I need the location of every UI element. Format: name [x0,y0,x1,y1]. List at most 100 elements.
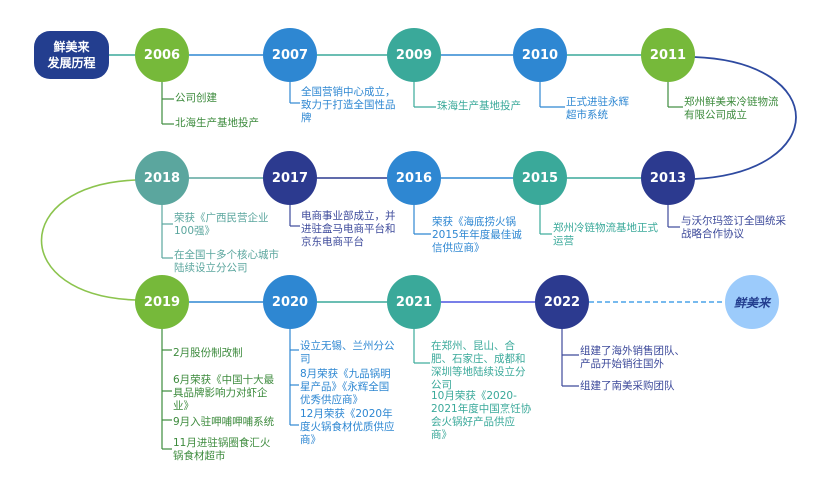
note-line: 深圳等地陆续设立分 [431,366,526,378]
year-node-2011: 2011 [641,28,695,82]
milestone-note: 设立无锡、兰州分公司 [300,340,395,366]
milestone-note: 与沃尔玛签订全国统采战略合作协议 [681,215,786,241]
year-node-2019: 2019 [135,275,189,329]
milestone-note: 6月荣获《中国十大最具品牌影响力对虾企业》 [173,374,274,413]
year-label: 2009 [395,47,433,63]
milestone-note: 郑州冷链物流基地正式运营 [553,222,658,248]
note-line: 商》 [300,434,321,446]
note-line: 正式进驻永辉 [566,96,629,108]
year-label: 2013 [649,170,687,186]
milestone-note: 组建了南美采购团队 [580,380,675,393]
milestone-note: 在郑州、昆山、合肥、石家庄、成都和深圳等地陆续设立分公司 [431,340,526,392]
note-line: 2021年度中国烹饪协 [431,403,532,415]
note-line: 11月进驻锅圈食汇火 [173,437,271,449]
year-node-2020: 2020 [263,275,317,329]
note-line: 在郑州、昆山、合 [431,340,515,352]
note-line: 锅食材超市 [173,450,226,462]
note-line: 超市系统 [566,109,608,121]
note-line: 北海生产基地投产 [175,117,259,129]
year-node-2007: 2007 [263,28,317,82]
milestone-note: 正式进驻永辉超市系统 [566,96,629,122]
note-line: 6月荣获《中国十大最 [173,374,275,386]
year-node-2010: 2010 [513,28,567,82]
milestone-note: 组建了海外销售团队、产品开始销往国外 [580,345,685,371]
year-label: 2018 [143,170,181,186]
note-line: 商》 [431,429,452,441]
year-label: 2016 [395,170,433,186]
milestone-note: 11月进驻锅圈食汇火锅食材超市 [173,437,270,463]
milestone-note: 12月荣获《2020年度火锅食材优质供应商》 [300,408,395,447]
note-line: 12月荣获《2020年 [300,408,393,420]
note-line: 郑州冷链物流基地正式 [553,222,658,234]
milestone-note: 电商事业部成立，并进驻盒马电商平台和京东电商平台 [301,210,396,249]
year-label: 2020 [271,294,309,310]
note-line: 在全国十多个核心城市 [174,249,279,261]
year-node-2006: 2006 [135,28,189,82]
milestone-note: 2月股份制改制 [173,347,243,360]
note-line: 信供应商》 [432,242,485,254]
year-label: 2019 [143,294,181,310]
note-line: 公司 [431,379,452,391]
note-line: 致力于打造全国性品 [301,99,396,111]
year-node-2017: 2017 [263,151,317,205]
note-line: 郑州鲜美来冷链物流 [684,96,779,108]
note-line: 电商事业部成立，并 [301,210,396,222]
year-node-2013: 2013 [641,151,695,205]
milestone-note: 9月入驻呷哺呷哺系统 [173,416,274,429]
note-line: 10月荣获《2020- [431,390,517,402]
note-line: 牌 [301,112,312,124]
note-line: 运营 [553,235,574,247]
note-line: 2月股份制改制 [173,347,243,359]
year-node-2018: 2018 [135,151,189,205]
note-line: 肥、石家庄、成都和 [431,353,526,365]
note-line: 会火锅好产品供应 [431,416,515,428]
note-line: 司 [300,353,311,365]
note-line: 荣获《海底捞火锅 [432,216,516,228]
note-line: 星产品》《永辉全国 [300,381,390,393]
timeline-title: 鲜美来 发展历程 [34,31,109,79]
note-line: 珠海生产基地投产 [437,100,521,112]
milestone-note: 全国营销中心成立，致力于打造全国性品牌 [301,86,396,125]
year-label: 2007 [271,47,309,63]
milestone-note: 公司创建 [175,92,217,105]
note-line: 公司创建 [175,92,217,104]
curve-connector-right [693,56,797,180]
note-line: 具品牌影响力对虾企 [173,387,268,399]
year-node-2022: 2022 [535,275,589,329]
curve-connector-left [40,179,137,301]
note-line: 有限公司成立 [684,109,747,121]
year-label: 2017 [271,170,309,186]
year-label: 2006 [143,47,181,63]
note-line: 2015年年度最佳诚 [432,229,522,241]
milestone-note: 在全国十多个核心城市陆续设立分公司 [174,249,279,275]
year-node-2016: 2016 [387,151,441,205]
year-label: 2021 [395,294,433,310]
year-label: 2022 [543,294,581,310]
note-line: 与沃尔玛签订全国统采 [681,215,786,227]
year-label: 2015 [521,170,559,186]
note-line: 陆续设立分公司 [174,262,248,274]
note-line: 京东电商平台 [301,236,364,248]
note-line: 组建了南美采购团队 [580,380,675,392]
year-node-2009: 2009 [387,28,441,82]
note-line: 度火锅食材优质供应 [300,421,395,433]
milestone-note: 北海生产基地投产 [175,117,259,130]
milestone-note: 郑州鲜美来冷链物流有限公司成立 [684,96,779,122]
brand-logo: 鲜美来 [725,275,779,329]
note-line: 设立无锡、兰州分公 [300,340,395,352]
title-line-1: 鲜美来 [53,40,90,54]
note-line: 产品开始销往国外 [580,358,664,370]
milestone-note: 珠海生产基地投产 [437,100,521,113]
note-line: 荣获《广西民营企业 [174,212,269,224]
note-line: 优秀供应商》 [300,394,363,406]
note-line: 组建了海外销售团队、 [580,345,685,357]
year-node-2015: 2015 [513,151,567,205]
note-line: 业》 [173,400,194,412]
note-line: 8月荣获《九品锅明 [300,368,391,380]
title-line-2: 发展历程 [47,56,96,70]
milestone-note: 10月荣获《2020-2021年度中国烹饪协会火锅好产品供应商》 [431,390,531,442]
note-line: 9月入驻呷哺呷哺系统 [173,416,275,428]
milestone-note: 8月荣获《九品锅明星产品》《永辉全国优秀供应商》 [300,368,391,407]
